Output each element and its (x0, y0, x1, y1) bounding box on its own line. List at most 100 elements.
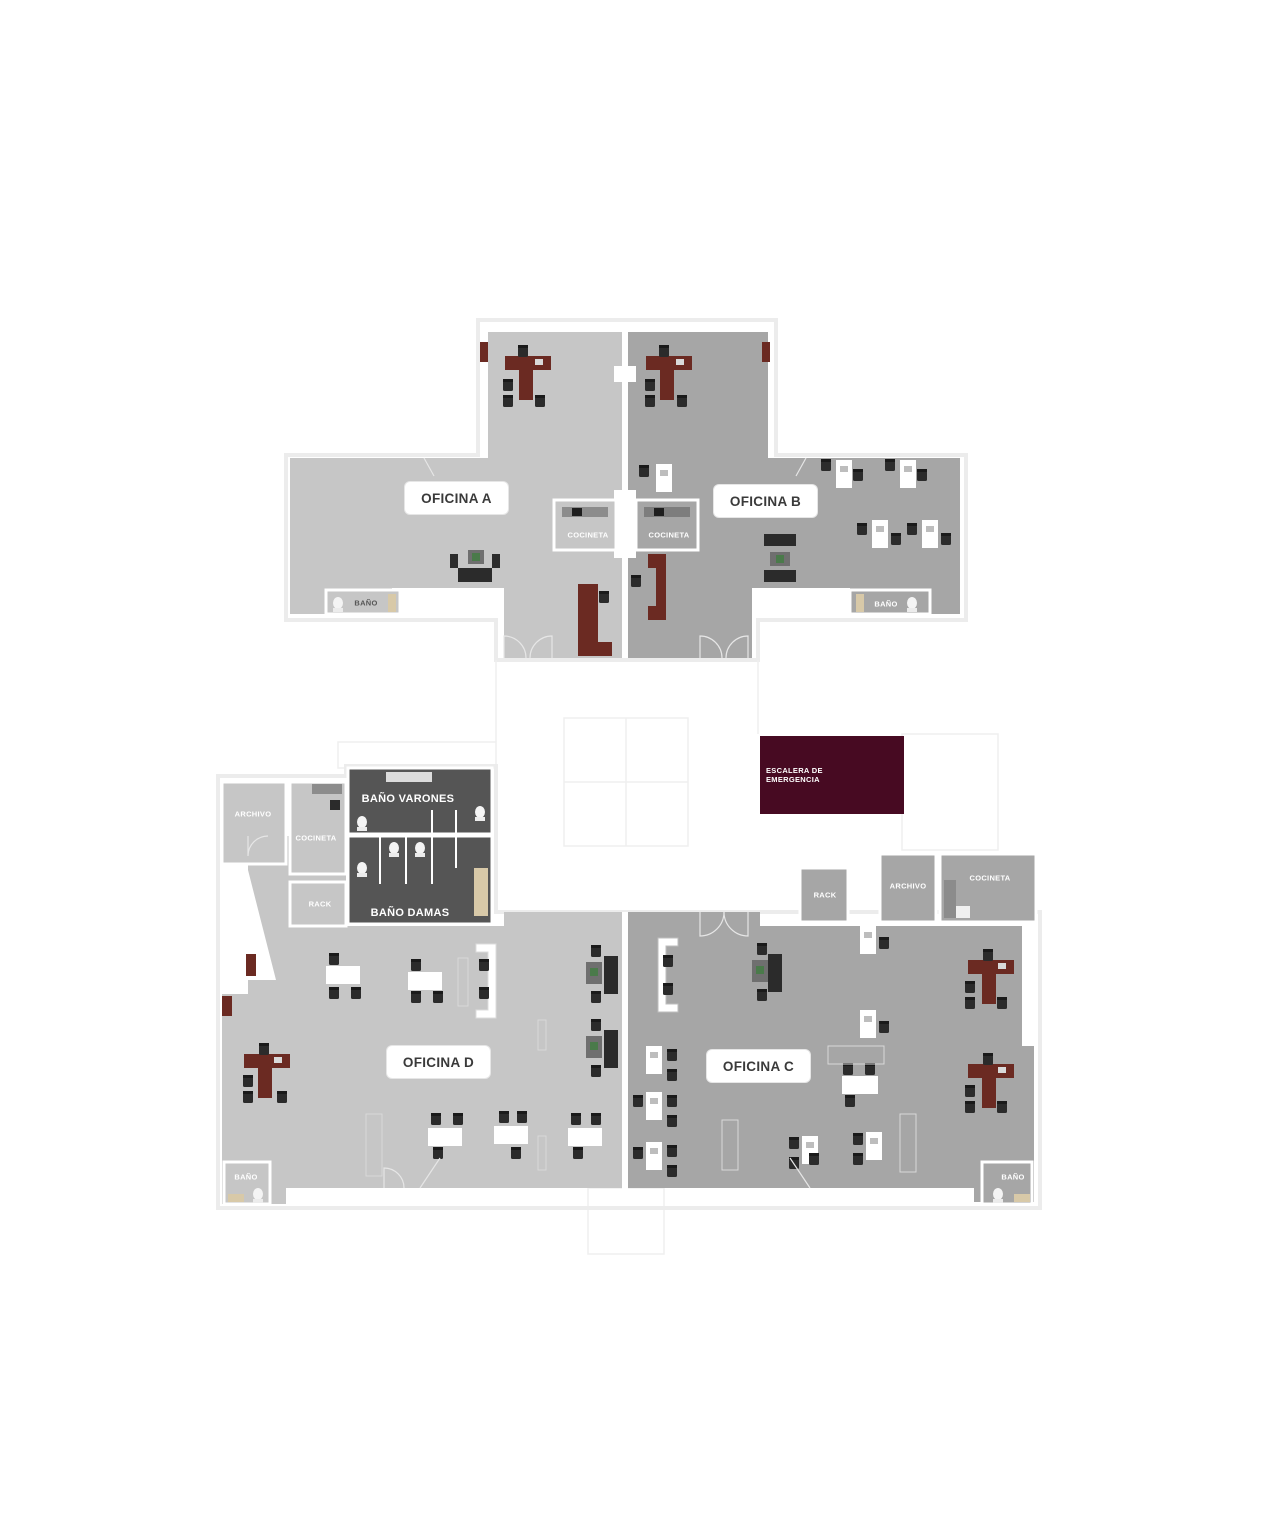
office-chair-icon (571, 1113, 581, 1125)
office-chair-icon (599, 591, 609, 603)
office-chair-icon (243, 1091, 253, 1103)
toilet-icon (907, 597, 917, 612)
cocineta-a-label: COCINETA (567, 530, 609, 540)
workstation-desk-icon (860, 1010, 876, 1038)
office-chair-icon (535, 395, 545, 407)
oficina-c-label: OFICINA C (707, 1050, 810, 1082)
office-chair-icon (941, 533, 951, 545)
cocineta-d-box (288, 780, 348, 876)
toilet-icon (993, 1188, 1003, 1203)
office-chair-icon (518, 345, 528, 357)
door-swing-icon (423, 457, 807, 659)
oficina-a-label: OFICINA A (405, 482, 508, 514)
office-chair-icon (633, 1147, 643, 1159)
escalera-line-1: ESCALERA DE (766, 766, 823, 775)
archivo-d-box (220, 780, 288, 866)
office-chair-icon (853, 1153, 863, 1165)
bano-b-label: BAÑO (874, 599, 898, 609)
office-chair-icon (453, 1113, 463, 1125)
rack-c-label: RACK (813, 890, 837, 900)
office-chair-icon (667, 1095, 677, 1107)
office-chair-icon (667, 1115, 677, 1127)
bano-c-label: BAÑO (1001, 1172, 1025, 1182)
toilet-icon (253, 1188, 263, 1203)
workstation-desk-icon (836, 460, 852, 488)
workstation-desk-icon (326, 966, 602, 1146)
office-chair-icon (907, 523, 917, 535)
office-chair-icon (277, 1091, 287, 1103)
office-chair-icon (411, 959, 421, 971)
office-chair-icon (757, 989, 767, 1001)
office-chair-icon (843, 1063, 853, 1075)
office-chair-icon (853, 1133, 863, 1145)
office-chair-icon (879, 1021, 889, 1033)
office-chair-icon (659, 345, 669, 357)
office-chair-icon (329, 953, 339, 965)
toilet-icon (389, 842, 399, 857)
workstation-desk-icon (872, 520, 888, 548)
office-chair-icon (853, 469, 863, 481)
office-chair-icon (517, 1111, 527, 1123)
bano-varones-label: BAÑO VARONES (361, 793, 455, 805)
office-chair-icon (965, 1101, 975, 1113)
office-chair-icon (259, 1043, 269, 1055)
office-chair-icon (997, 1101, 1007, 1113)
cocineta-d-label: COCINETA (295, 833, 337, 843)
workstation-desk-icon (646, 1046, 662, 1074)
bano-a-label: BAÑO (354, 598, 378, 608)
workstation-desk-icon (842, 1076, 878, 1094)
office-chair-icon (879, 937, 889, 949)
office-chair-icon (645, 395, 655, 407)
oficina-c-area (628, 912, 1034, 1202)
office-chair-icon (997, 997, 1007, 1009)
office-chair-icon (591, 1113, 601, 1125)
office-chair-icon (865, 1063, 875, 1075)
office-chair-icon (503, 379, 513, 391)
office-chair-icon (633, 1095, 643, 1107)
office-chair-icon (243, 1075, 253, 1087)
workstation-desk-icon (922, 520, 938, 548)
office-chair-icon (573, 1147, 583, 1159)
office-chair-icon (667, 1145, 677, 1157)
office-chair-icon (667, 1069, 677, 1081)
office-chair-icon (639, 465, 649, 477)
office-chair-icon (821, 459, 831, 471)
sofa-icon (450, 550, 500, 582)
oficina-d-label: OFICINA D (387, 1046, 490, 1078)
rack-d-box (288, 880, 348, 928)
toilet-icon (415, 842, 425, 857)
toilet-icon (333, 597, 343, 612)
office-chair-icon (983, 1053, 993, 1065)
office-chair-icon (351, 987, 361, 999)
bano-damas-label: BAÑO DAMAS (370, 907, 450, 919)
office-chair-icon (591, 991, 601, 1003)
sofa-icon (764, 534, 796, 582)
cocineta-b-label: COCINETA (648, 530, 690, 540)
workstation-desk-icon (646, 1092, 662, 1120)
office-chair-icon (677, 395, 687, 407)
office-chair-icon (329, 987, 339, 999)
office-chair-icon (667, 1165, 677, 1177)
archivo-c-label: ARCHIVO (889, 881, 927, 891)
bano-d-label: BAÑO (234, 1172, 258, 1182)
office-chair-icon (809, 1153, 819, 1165)
emergency-stair (760, 736, 904, 814)
office-chair-icon (917, 469, 927, 481)
workstation-desk-icon (860, 926, 876, 954)
office-chair-icon (433, 1147, 443, 1159)
office-chair-icon (667, 1049, 677, 1061)
rack-d-label: RACK (308, 899, 332, 909)
office-chair-icon (433, 991, 443, 1003)
office-chair-icon (663, 955, 673, 967)
office-chair-icon (857, 523, 867, 535)
escalera-emergencia-label: ESCALERA DE EMERGENCIA (766, 766, 896, 784)
office-chair-icon (983, 949, 993, 961)
oficina-b-label: OFICINA B (714, 485, 817, 517)
workstation-desk-icon (656, 464, 672, 492)
office-chair-icon (885, 459, 895, 471)
toilet-icon (475, 806, 485, 821)
office-chair-icon (965, 1085, 975, 1097)
upper-building (284, 318, 968, 662)
office-chair-icon (431, 1113, 441, 1125)
